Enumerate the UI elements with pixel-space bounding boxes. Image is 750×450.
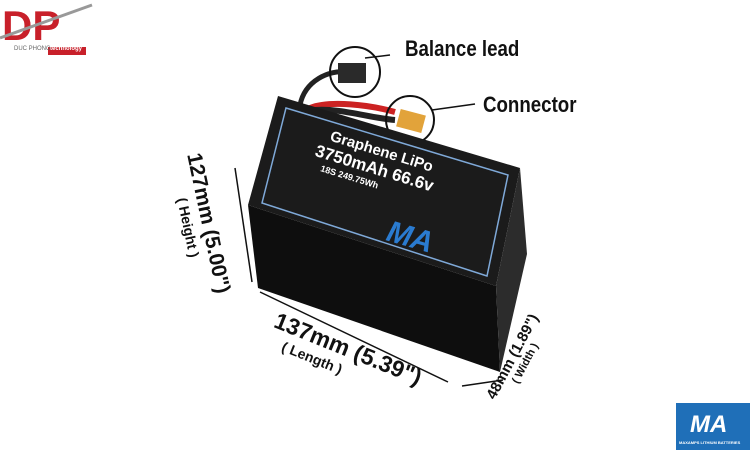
maxamps-badge — [676, 403, 750, 450]
logo-company: DUC PHONG — [14, 46, 51, 52]
balance-connector — [338, 63, 366, 83]
callout-balance-lead: Balance lead — [405, 36, 520, 61]
badge-text: MAXAMPS LITHIUM BATTERIES — [679, 440, 741, 445]
logo-tag: technology — [50, 46, 83, 52]
dp-logo: DP — [0, 2, 93, 55]
xt-connector — [396, 108, 426, 134]
svg-text:MA: MA — [690, 411, 727, 438]
callout-connector: Connector — [483, 92, 577, 117]
